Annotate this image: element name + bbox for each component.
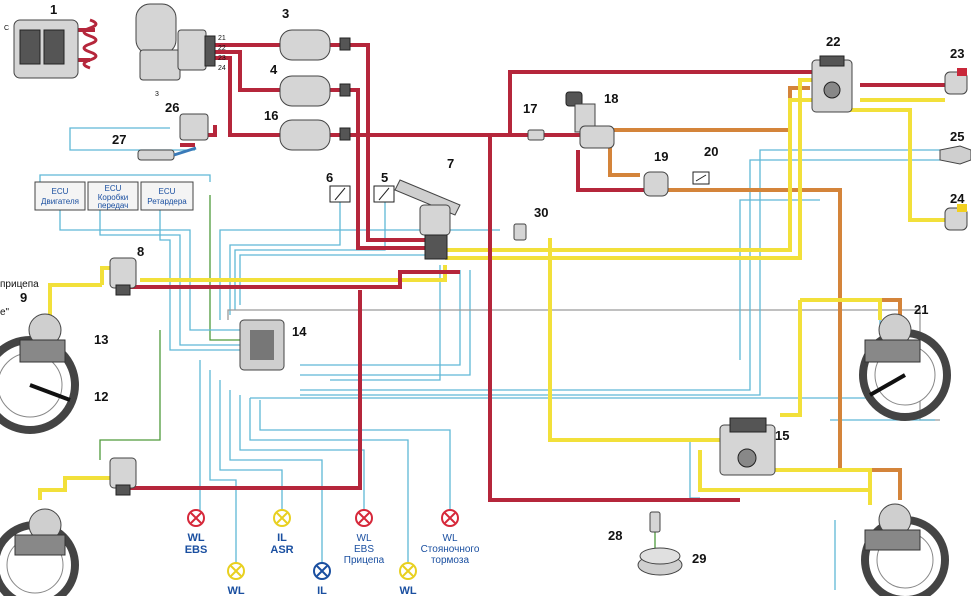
port-label-3: 3 [155,91,159,98]
air-spring-29 [637,547,683,576]
reservoir-16 [279,119,351,151]
number-3: 3 [282,6,289,21]
lamp-wl-2: WL [399,562,417,596]
lamp-il-1: IL [313,562,331,596]
brake-disc-front-right-21 [859,313,951,421]
lamp-wl-park-line2: Стояночного [421,544,480,555]
lamp-wl-1: WL [227,562,245,596]
lamp-wl-ebs-trailer-line2: EBS [354,544,374,555]
number-7: 7 [447,156,454,171]
port-label-24: 24 [218,65,226,72]
number-23: 23 [950,46,964,61]
ecu-transmission-label-1: Коробки [98,193,129,202]
number-29: 29 [692,551,706,566]
lamp-il-1-line1: IL [317,585,327,596]
central-module-14 [239,319,285,371]
rear-axle-modulator-15 [719,417,776,476]
lamp-il-asr: IL ASR [270,509,294,556]
reservoir-3 [279,29,351,61]
coupling-25 [939,145,971,165]
lamp-wl-ebs-trailer-line1: WL [357,533,372,544]
lamp-wl-park: WL Стояночного тормоза [421,509,480,566]
reservoir-4 [279,75,351,107]
ecu-transmission-label-2: передач [98,201,129,210]
sensor-27 [137,146,197,161]
number-4: 4 [270,62,278,77]
number-27: 27 [112,132,126,147]
filter-17 [527,129,545,141]
switch-6 [329,185,351,203]
lamp-wl-ebs-trailer-line3: Прицепа [344,555,385,566]
control-lines [38,78,945,505]
pressure-modulator-rear-left [109,457,137,496]
number-5: 5 [381,170,388,185]
number-21: 21 [914,302,928,317]
trailer-control-module-22 [811,55,853,113]
port-label-c: C [4,25,9,32]
lamp-wl-park-line1: WL [443,533,458,544]
pressure-modulator-8 [109,257,137,296]
lamp-wl-2-line1: WL [399,585,416,596]
number-8: 8 [137,244,144,259]
number-16: 16 [264,108,278,123]
number-20: 20 [704,144,718,159]
number-18: 18 [604,91,618,106]
ecu-transmission: ECU Коробки передач [87,181,139,211]
valve-30 [513,223,527,241]
number-12: 12 [94,389,108,404]
lamp-wl-ebs: WL EBS [185,509,208,556]
lamp-wl-1-line1: WL [227,585,244,596]
edge-fragment-trailer: прицепа [0,279,39,290]
lamp-wl-ebs-line2: EBS [185,544,208,556]
port-label-22: 22 [218,45,226,52]
hand-brake-valve-18 [565,91,615,149]
relay-valve-19 [643,171,669,197]
number-13: 13 [94,332,108,347]
level-valve-28 [649,511,661,533]
number-26: 26 [165,100,179,115]
ecu-engine: ECU Двигателя [34,181,86,211]
air-processing-unit: 21 22 23 24 3 [135,3,226,98]
number-1: 1 [50,2,57,17]
switch-5 [373,185,395,203]
number-22: 22 [826,34,840,49]
ecu-engine-label: Двигателя [41,197,79,206]
brake-disc-front-left [0,313,79,434]
brake-disc-rear-right [861,503,949,596]
brake-disc-rear-left [0,508,79,596]
coupling-23 [944,68,968,95]
number-28: 28 [608,528,622,543]
ecu-retarder: ECU Ретардера [140,181,194,211]
ecu-retarder-title: ECU [159,187,176,196]
component-numbers: 1 3 4 16 26 27 6 5 7 17 18 19 20 22 23 2… [0,2,965,566]
port-label-21: 21 [218,35,226,42]
edge-fragment-quote: е" [0,307,10,318]
valve-26 [179,113,209,141]
brake-pedal-valve-7 [394,179,461,260]
number-19: 19 [654,149,668,164]
lamp-wl-park-line3: тормоза [431,555,470,566]
lamp-il-asr-line2: ASR [270,544,293,556]
ecu-engine-title: ECU [52,187,69,196]
number-25: 25 [950,129,964,144]
pressure-switch-20 [692,171,710,185]
ecu-retarder-label: Ретардера [147,197,187,206]
number-30: 30 [534,205,548,220]
port-label-23: 23 [218,55,226,62]
lamp-wl-ebs-trailer: WL EBS Прицепа [344,509,385,566]
number-15: 15 [775,428,789,443]
number-14: 14 [292,324,307,339]
lamp-il-asr-line1: IL [277,532,287,544]
number-6: 6 [326,170,333,185]
coupling-24 [944,204,968,231]
lamp-wl-ebs-line1: WL [187,532,204,544]
number-24: 24 [950,191,965,206]
ecu-transmission-title: ECU [105,184,122,193]
number-9: 9 [20,290,27,305]
number-17: 17 [523,101,537,116]
signal-wires [39,127,940,590]
compressor-1: C [4,18,98,79]
